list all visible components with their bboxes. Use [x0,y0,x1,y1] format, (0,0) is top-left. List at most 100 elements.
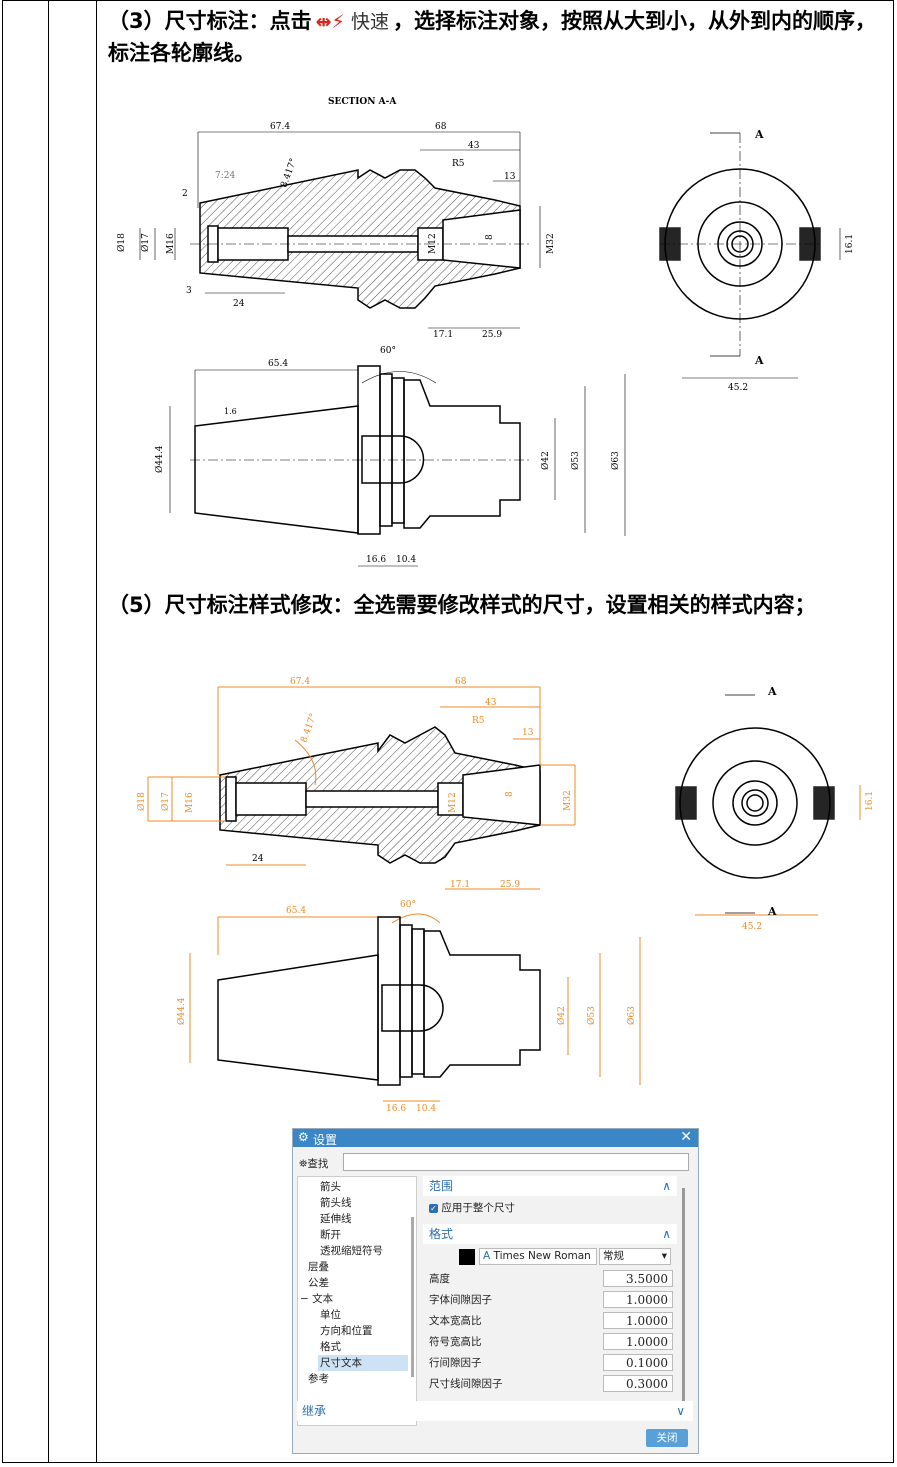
section-scope[interactable]: 范围∧ [423,1176,677,1196]
dim2-67-4: 67.4 [290,677,310,687]
aspect-field[interactable]: 1.0000 [603,1312,673,1329]
tree-item-extension[interactable]: 延伸线 [320,1213,352,1225]
dim-2: 2 [182,189,188,199]
dim2-17-1: 17.1 [450,880,470,890]
settings-panel: 范围∧ ✓ 应用于整个尺寸 格式∧ A Times New Roman 常规▾ … [423,1176,693,1424]
dim-r5: R5 [452,159,465,169]
dim2-m32: M32 [563,790,573,811]
tree-item-unit[interactable]: 单位 [320,1309,341,1321]
font-icon: A [483,1250,491,1262]
tree-item-text[interactable]: − 文本 [300,1293,334,1305]
dialog-titlebar: ⚙ 设置 ✕ [293,1129,698,1147]
dim2-68: 68 [455,677,467,687]
char-space-field[interactable]: 1.0000 [603,1291,673,1308]
dimline-space-field[interactable]: 0.3000 [603,1375,673,1392]
tree-item-arrow-line[interactable]: 箭头线 [320,1197,352,1209]
chevron-up-icon: ∧ [662,1227,671,1241]
chevron-down-icon: ∨ [676,1404,685,1418]
close-icon[interactable]: ✕ [680,1129,692,1145]
tree-item-orientation[interactable]: 方向和位置 [320,1325,373,1337]
tree-item-arrow[interactable]: 箭头 [320,1181,341,1193]
symbol-aspect-field[interactable]: 1.0000 [603,1333,673,1350]
dim-8: 8 [485,234,495,240]
section-format[interactable]: 格式∧ [423,1224,677,1244]
dim-3: 3 [186,286,192,296]
find-label: ⛯查找 [299,1158,329,1170]
dim-m16: M16 [166,233,176,254]
apply-whole-label: 应用于整个尺寸 [441,1202,515,1214]
dim2-60deg: 60° [400,900,416,910]
dim2-10-4: 10.4 [416,1104,436,1114]
front-view-2 [217,916,541,1086]
dim-10-4: 10.4 [396,555,416,565]
tree-item-reference[interactable]: 参考 [308,1373,329,1385]
dim2-25-9: 25.9 [500,880,520,890]
section-view [190,169,530,309]
chevron-up-icon: ∧ [662,1179,671,1193]
dim2-24: 24 [252,854,264,864]
dim2-45-2: 45.2 [742,922,762,932]
dim2-angle: 8.417° [299,712,319,744]
tree-item-tolerance[interactable]: 公差 [308,1277,329,1289]
section-inherit[interactable]: 继承∨ [297,1401,693,1421]
dim-16-1: 16.1 [845,234,855,254]
dim2-m16: M16 [185,792,195,813]
step3-text: （3）尺寸标注：点击⇹⚡ 快速，选择标注对象，按照从大到小，从外到内的顺序，标注… [108,6,878,69]
gear-icon: ⚙ [298,1130,309,1144]
drawing-2: 67.4 68 43 R5 13 8.417° Ø18 Ø17 M16 M12 … [136,677,875,1114]
step3-prefix: （3）尺寸标注：点击 [108,9,312,33]
tree-item-format[interactable]: 格式 [320,1341,341,1353]
tree-item-break[interactable]: 断开 [320,1229,341,1241]
dim-65-4: 65.4 [268,359,288,369]
dim2-65-4: 65.4 [286,906,306,916]
font-select[interactable]: A Times New Roman [479,1248,597,1265]
dim2-phi44-4: Ø44.4 [176,997,187,1025]
dim-phi63: Ø63 [610,451,621,470]
dim-lines-1 [139,131,541,329]
orange-dim-text: 67.4 68 43 R5 13 8.417° Ø18 Ø17 M16 M12 … [136,677,875,1114]
dim-phi44-4: Ø44.4 [154,445,165,473]
dim-68: 68 [435,122,447,132]
find-row: ⛯查找 [297,1153,693,1173]
dim2-phi17: Ø17 [160,792,171,811]
tree-item-foreshorten[interactable]: 透视缩短符号 [320,1245,383,1257]
column-divider-1 [48,0,49,1463]
quick-dim-button[interactable]: ⇹⚡ 快速 [312,7,393,38]
dim-60deg: 60° [380,346,396,356]
line-space-field[interactable]: 0.1000 [603,1354,673,1371]
dim-roughness: 1.6 [224,407,237,416]
section-title: SECTION A-A [328,97,397,107]
color-swatch[interactable] [459,1249,475,1265]
height-field[interactable]: 3.5000 [603,1270,673,1287]
close-button[interactable]: 关闭 [646,1429,688,1447]
apply-whole-row[interactable]: ✓ 应用于整个尺寸 [429,1199,673,1217]
section-a-bottom: A [754,354,764,367]
dim-phi17: Ø17 [140,233,151,252]
dim2-phi63: Ø63 [626,1006,637,1025]
dim-45-2: 45.2 [728,383,748,393]
font-style-select[interactable]: 常规▾ [599,1248,671,1265]
dim-m32: M32 [546,233,556,254]
dim-phi42: Ø42 [540,451,551,470]
dim-lines-front [169,369,626,567]
tree-item-dim-text[interactable]: 尺寸文本 [318,1355,408,1371]
end-view-2 [675,694,835,914]
end-view [659,132,841,379]
find-input[interactable] [343,1153,689,1171]
front-view [190,365,530,535]
tree-scrollbar[interactable] [411,1217,414,1377]
font-row: A Times New Roman 常规▾ [429,1248,673,1266]
quick-dim-label: 快速 [350,10,389,33]
panel-scrollbar[interactable] [682,1188,685,1418]
dim2-13: 13 [522,728,534,738]
dim2-8: 8 [505,791,515,797]
checkbox-checked-icon[interactable]: ✓ [429,1203,438,1213]
tree-item-stack[interactable]: 层叠 [308,1261,329,1273]
dropdown-icon: ▾ [661,1250,667,1262]
